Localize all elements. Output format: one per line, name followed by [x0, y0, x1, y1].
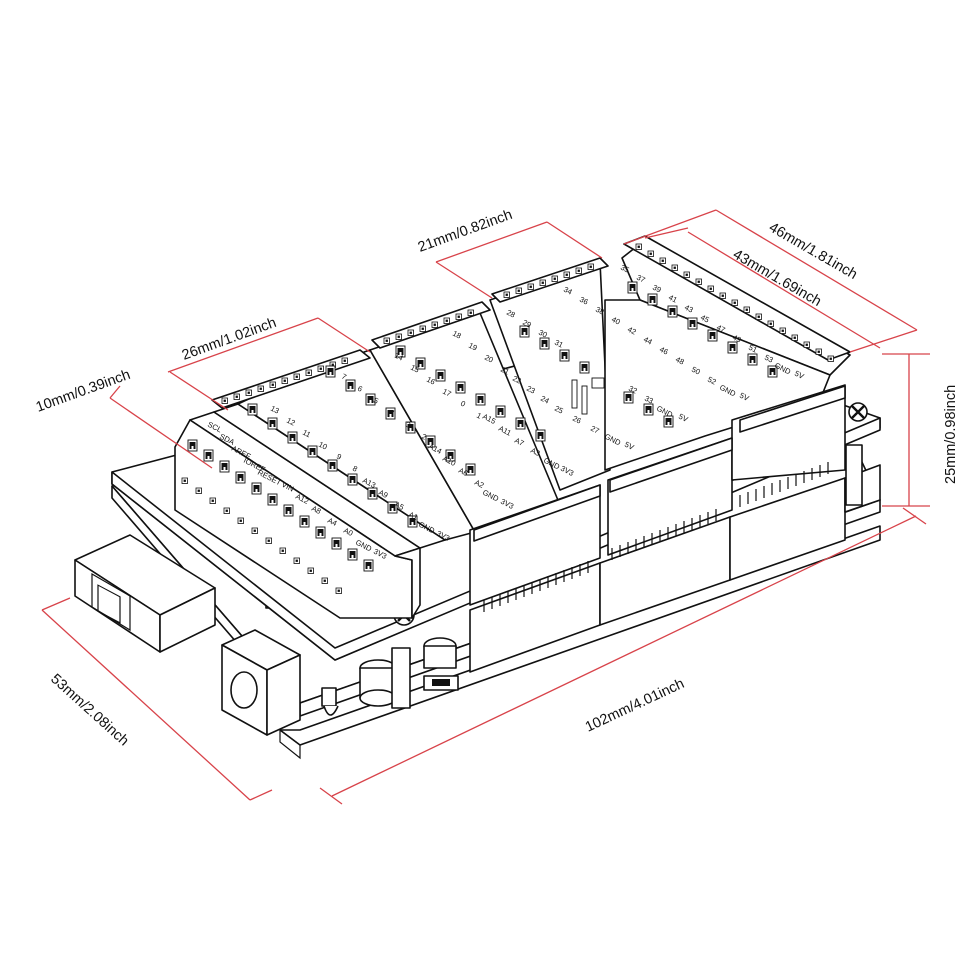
pin-label: 11 — [301, 428, 312, 440]
pin-label: 52 — [706, 375, 718, 387]
pin-label: A7 — [513, 436, 525, 448]
pin-label: 28 — [505, 308, 517, 320]
icsp-pins — [571, 377, 605, 415]
pin-label: 37 — [635, 273, 647, 285]
pin-label: 46 — [658, 345, 670, 357]
pin-label: 2 — [420, 432, 428, 442]
pin-label: A3 — [529, 446, 541, 458]
pin-label: 53 — [763, 353, 775, 365]
pin-label: 38 — [594, 305, 606, 317]
pin-label: 14 — [393, 351, 405, 363]
pin-label: 50 — [690, 365, 702, 377]
pin-label: 29 — [521, 318, 533, 330]
pin-label: A2 — [473, 478, 485, 490]
dim-26mm-label: 26mm/1.02inch — [180, 315, 279, 364]
pin-label: 25 — [553, 404, 565, 416]
pin-label: A1 — [407, 510, 419, 522]
usb-connector — [74, 534, 216, 653]
pin-label: 31 — [553, 338, 565, 350]
pin-label: 26 — [571, 414, 583, 426]
pin-label: A4 — [326, 516, 338, 528]
dim-21mm-label: 21mm/0.82inch — [416, 207, 515, 256]
pin-label: 3 — [404, 420, 412, 430]
pin-label: 6 — [356, 384, 364, 394]
pin-label: 24 — [539, 394, 551, 406]
dim-102mm-label: 102mm/4.01inch — [583, 676, 687, 736]
dim-53mm-label: 53mm/2.08inch — [47, 671, 131, 749]
pin-label: 12 — [285, 416, 297, 428]
pin-label: 10 — [317, 440, 329, 452]
pin-label: 35 — [619, 263, 631, 275]
pin-label: 18 — [451, 329, 463, 341]
pin-label: 49 — [731, 333, 743, 345]
dim-25mm-label: 25mm/0.98inch — [943, 385, 959, 484]
pin-label: 23 — [525, 384, 537, 396]
pin-label: 13 — [269, 404, 281, 416]
pin-label: 15 — [409, 363, 421, 375]
terminal-blocks — [174, 239, 851, 619]
pin-label: 36 — [578, 295, 590, 307]
dim-10mm-label: 10mm/0.39inch — [34, 367, 133, 416]
pin-label: 27 — [589, 424, 601, 436]
pin-label: 33 — [643, 394, 655, 406]
pin-label: 20 — [483, 353, 495, 365]
pin-label: A8 — [310, 504, 322, 516]
pin-label: 1 — [475, 411, 483, 421]
pin-label: 16 — [425, 375, 437, 387]
screw-right — [848, 402, 868, 422]
pin-label: 8 — [351, 464, 359, 474]
pin-label: 42 — [626, 325, 638, 337]
pin-label: 7 — [340, 372, 348, 382]
pin-label: 48 — [674, 355, 686, 367]
pin-label: 0 — [459, 399, 467, 409]
pin-label: 17 — [441, 387, 453, 399]
pin-label: 9 — [335, 452, 343, 462]
pin-label: 41 — [667, 293, 679, 305]
header-slots — [483, 462, 829, 612]
pin-label: A9 — [377, 488, 389, 500]
pin-label: 21 — [499, 365, 511, 377]
pin-label: 34 — [562, 285, 574, 297]
pin-label: 45 — [699, 313, 711, 325]
standoffs — [391, 444, 863, 709]
pin-label: 30 — [537, 328, 549, 340]
pin-label: 5 — [372, 396, 380, 406]
pin-label: A0 — [342, 526, 354, 538]
pin-labels-row7: 34 36 38 40 42 44 46 48 50 52 GND 5V — [562, 285, 751, 404]
pin-label: 44 — [642, 335, 654, 347]
pin-label: 51 — [747, 343, 759, 355]
pin-label: 47 — [715, 323, 727, 335]
pin-labels-row6: 28 29 30 31 — [505, 308, 565, 350]
pin-label: 40 — [610, 315, 622, 327]
dimension-lines — [41, 209, 930, 805]
pin-label: 39 — [651, 283, 663, 295]
pin-label: 4 — [388, 408, 396, 418]
dc-jack — [221, 629, 301, 736]
pin-label: A6 — [457, 466, 469, 478]
pin-label: 32 — [627, 384, 639, 396]
pin-labels-row5: 18 19 20 21 22 23 24 25 26 27 GND 5V — [451, 329, 636, 453]
pin-label: 43 — [683, 303, 695, 315]
pin-label: A5 — [393, 500, 405, 512]
pin-label: 19 — [467, 341, 479, 353]
pin-label: 22 — [511, 374, 523, 386]
